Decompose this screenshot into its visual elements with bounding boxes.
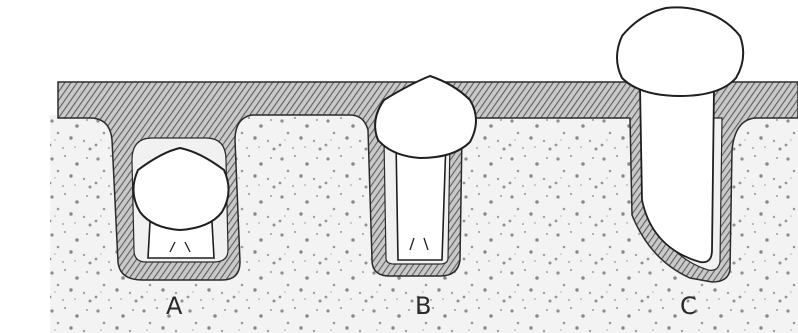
label-a: A	[166, 292, 183, 320]
label-b: B	[415, 292, 432, 320]
tooth-c-crown	[617, 7, 743, 96]
label-c: C	[680, 292, 698, 320]
